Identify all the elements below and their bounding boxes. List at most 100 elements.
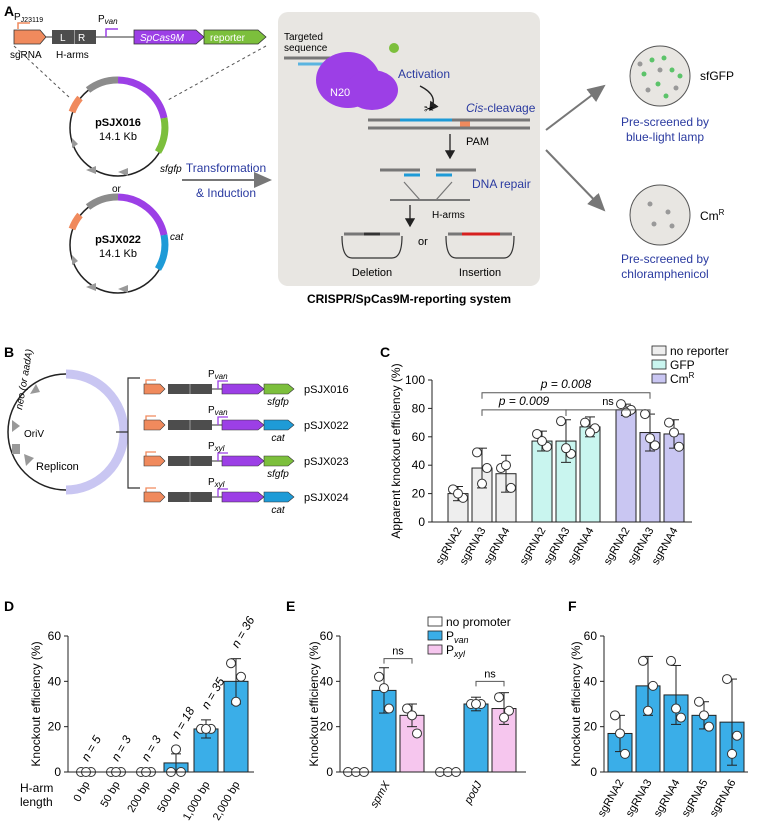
data-point [499,712,509,723]
y-tick-label: 40 [320,674,334,688]
ns-label: ns [602,396,614,408]
construct-row: Pvan cat pSJX022 [143,405,349,444]
cm-plate [629,184,691,246]
x-axis-label: length [20,795,53,809]
panel-label-e: E [286,598,295,614]
y-tick-label: 20 [412,487,426,501]
construct-diagram: PJ23119 sgRNA L R H-arms Pvan SpCas9M re… [10,12,267,61]
data-point [671,703,681,714]
crispr-mechanism: Targeted sequence N20 Activation ✂ Cis-c… [284,32,536,279]
y-tick-label: 0 [326,765,333,779]
plasmid1-name: pSJX016 [95,117,141,129]
cas9-box [221,455,265,467]
gene-label: sfgfp [267,469,289,480]
scissors-icon: ✂ [424,102,434,116]
or-label-repair: or [418,236,428,248]
sfgfp-box [263,455,295,467]
cis-cleavage-label: Cis-cleavage [466,101,536,115]
sgrna-box [13,29,47,45]
plasmid-name: pSJX024 [304,492,349,504]
x-tick-label: podJ [462,779,485,807]
y-tick-label: 60 [320,629,334,643]
induction-label: & Induction [196,186,256,200]
cat-box [263,419,295,431]
promoter-label: Pvan [208,405,228,417]
plasmid-name: pSJX022 [304,420,349,432]
y-tick-label: 0 [590,765,597,779]
plasmid2-gene: cat [170,232,185,243]
promoter-arrow [217,380,228,389]
sig-bracket [481,392,651,399]
panel-label-f: F [568,598,577,614]
legend-label: GFP [670,358,695,372]
sgrna-box [143,383,166,395]
data-point [645,433,655,444]
x-tick-label: 200 bp [125,780,152,815]
panel-label-d: D [4,598,14,614]
gene-label: sfgfp [267,397,289,408]
data-point [453,488,463,499]
harm-l-label: L [60,33,66,44]
plasmid1-size: 14.1 Kb [99,131,137,143]
pvan-arrow [105,28,118,37]
sig-bracket [475,680,505,687]
data-point [666,655,676,666]
x-tick-label: 0 bp [71,780,92,805]
x-tick-label: sgRNA6 [708,778,739,819]
blue-light-line1: Pre-screened by [621,115,709,129]
data-point [704,721,714,732]
gene-label: cat [271,433,286,444]
sfgfp-box [263,383,295,395]
plasmid2-name: pSJX022 [95,234,141,246]
y-tick-label: 20 [584,720,598,734]
data-point [532,428,542,439]
legend-label: Pxyl [446,643,466,659]
bracket-b [116,377,140,489]
data-point [561,443,571,454]
plasmid2-size: 14.1 Kb [99,248,137,260]
sgrna-box [143,419,166,431]
sgrna-label: sgRNA [10,50,42,61]
n-label: n = 35 [198,675,227,711]
promoter-arrow-j23119 [17,22,30,29]
system-title: CRISPR/SpCas9M-reporting system [307,292,511,306]
data-point [374,671,384,682]
x-tick-label: spmX [368,779,393,810]
data-point [664,417,674,428]
targeted-label: Targeted [284,32,323,43]
ns-label: ns [392,646,404,658]
y-tick-label: 80 [412,401,426,415]
cas9-box [221,419,265,431]
promoter-label: Pxyl [208,441,225,453]
data-point [699,710,709,721]
data-point [620,748,630,759]
data-point [482,463,492,474]
sgrna-box [143,455,166,467]
y-axis-label: Apparent knockout efficiency (%) [389,363,403,538]
or-label-a: or [112,184,122,195]
plasmid-pSJX022: pSJX022 14.1 Kb cat [68,193,185,294]
arrow-to-cm [545,149,606,212]
x-tick-label: sgRNA3 [624,778,655,819]
data-point [585,427,595,438]
reporter-label: reporter [210,33,246,44]
cas9-box [221,383,265,395]
data-point [616,399,626,410]
data-point [722,674,732,685]
n-label: n = 3 [138,733,164,764]
data-point [638,655,648,666]
promoter-j23119-label: PJ23119 [14,12,43,24]
p-value-label: p = 0.008 [540,377,592,391]
oriv-label: OriV [24,429,44,440]
cat-box [263,491,295,503]
promoter-arrow [217,488,228,497]
data-point [556,416,566,427]
chloramphenicol-line1: Pre-screened by [621,252,709,266]
insertion-chromosome [445,235,515,259]
y-tick-label: 60 [48,629,62,643]
